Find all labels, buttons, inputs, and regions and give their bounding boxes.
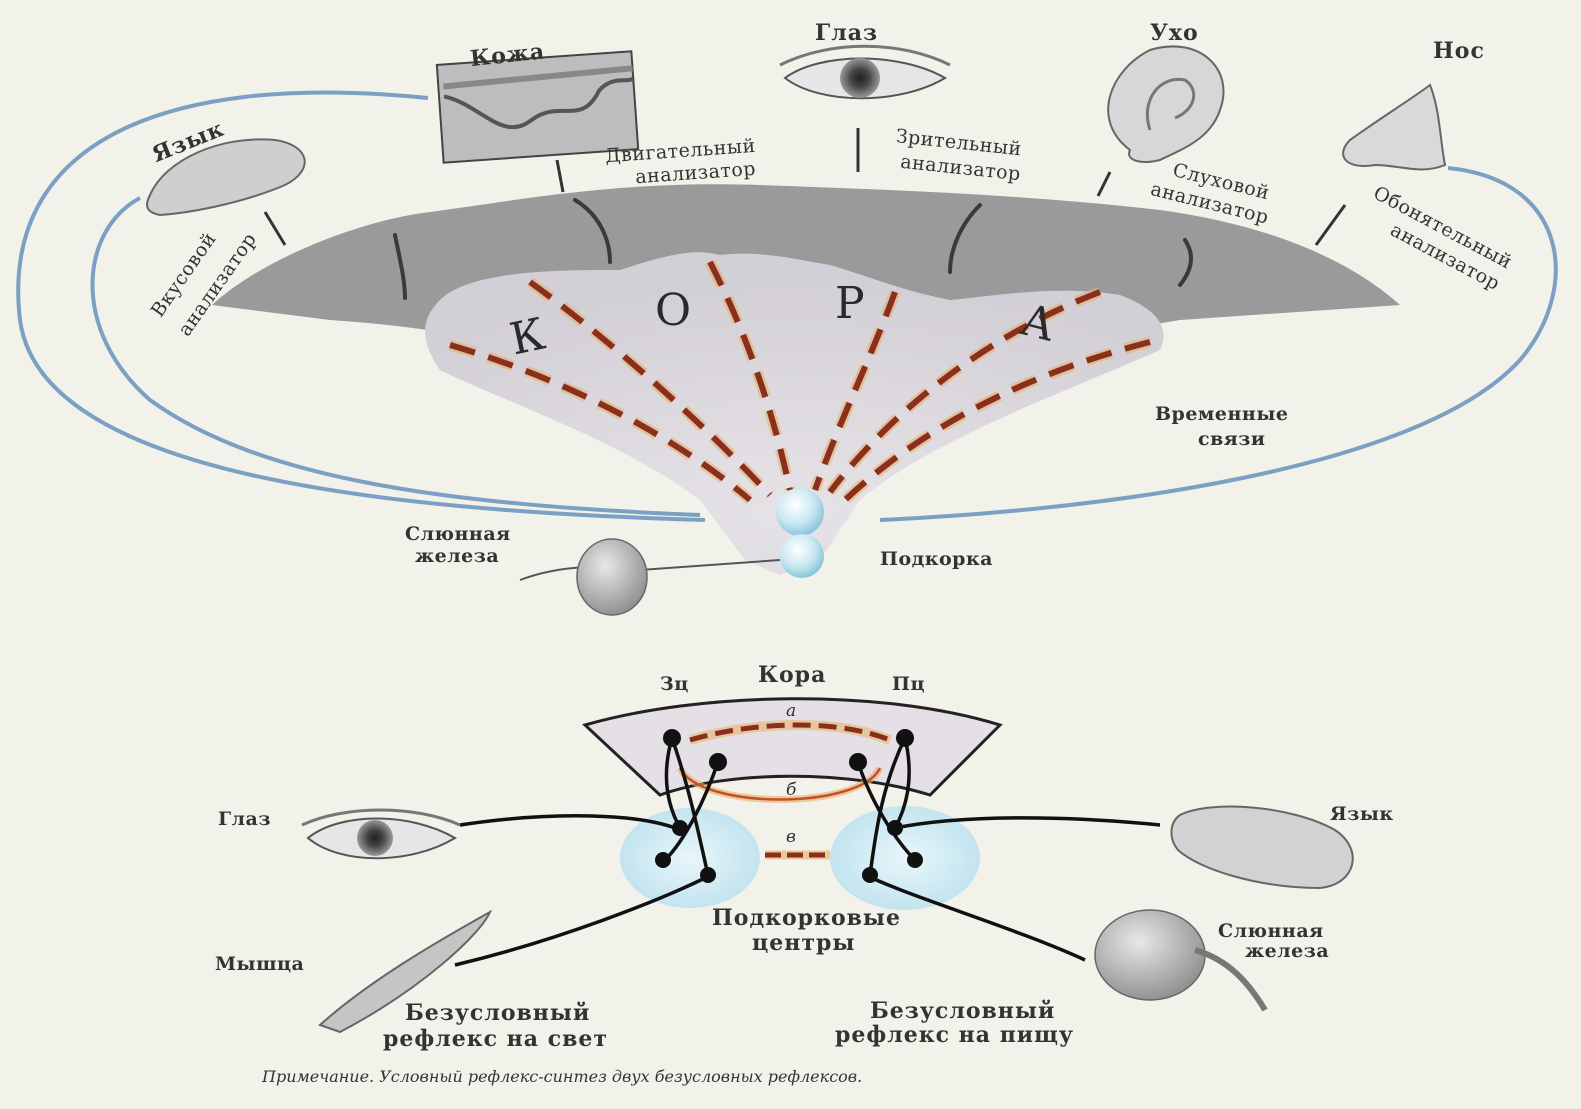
label-a: а xyxy=(786,701,796,721)
label-zc: Зц xyxy=(660,673,689,695)
nerve-salivary xyxy=(872,878,1085,960)
subcortex-node-lower xyxy=(780,534,824,578)
label-temporary-links-1: Временные xyxy=(1155,403,1288,425)
ear-picture xyxy=(1108,46,1223,162)
subcortex-node-upper xyxy=(776,488,824,536)
label-reflex-light-2: рефлекс на свет xyxy=(383,1026,608,1052)
label-pc: Пц xyxy=(892,673,925,695)
salivary-gland-top xyxy=(577,539,647,615)
label-nose: Нос xyxy=(1433,38,1485,64)
label-b: б xyxy=(786,780,797,800)
cortex-letter-2: О xyxy=(655,285,691,336)
label-salivary-gland-bottom-2: железа xyxy=(1245,940,1329,962)
label-subcortical-centers-2: центры xyxy=(752,930,855,956)
bottom-diagram: Кора Зц Пц а б в Глаз Язык Мышца Слюнная… xyxy=(215,662,1394,1086)
eye-picture-top xyxy=(780,46,950,98)
footnote: Примечание. Условный рефлекс-синтез двух… xyxy=(261,1067,862,1086)
label-eye-top: Глаз xyxy=(815,20,878,46)
label-eye-bottom: Глаз xyxy=(218,808,271,830)
eye-picture-bottom xyxy=(302,810,460,858)
label-salivary-gland-top-1: Слюнная xyxy=(405,523,511,545)
label-subcortical-centers-1: Подкорковые xyxy=(712,905,901,931)
label-salivary-gland-top-2: железа xyxy=(415,545,499,567)
label-tongue-bottom: Язык xyxy=(1330,803,1394,825)
label-reflex-food-1: Безусловный xyxy=(870,998,1055,1024)
label-ear: Ухо xyxy=(1150,20,1199,46)
label-salivary-gland-bottom-1: Слюнная xyxy=(1218,920,1324,942)
cortex-letter-3: Р xyxy=(835,278,865,329)
label-reflex-food-2: рефлекс на пищу xyxy=(835,1022,1074,1048)
label-subcortex: Подкорка xyxy=(880,548,993,570)
label-cortex-bottom: Кора xyxy=(758,662,826,688)
label-temporary-links-2: связи xyxy=(1198,428,1266,450)
nose-picture xyxy=(1343,85,1445,169)
tongue-picture-bottom xyxy=(1171,807,1352,888)
salivary-gland-top-duct xyxy=(520,560,780,580)
label-muscle: Мышца xyxy=(215,953,304,975)
label-v: в xyxy=(786,827,796,847)
top-diagram: Кожа Глаз Ухо Нос Язык Двигательный анал… xyxy=(18,20,1556,615)
label-reflex-light-1: Безусловный xyxy=(405,1000,590,1026)
